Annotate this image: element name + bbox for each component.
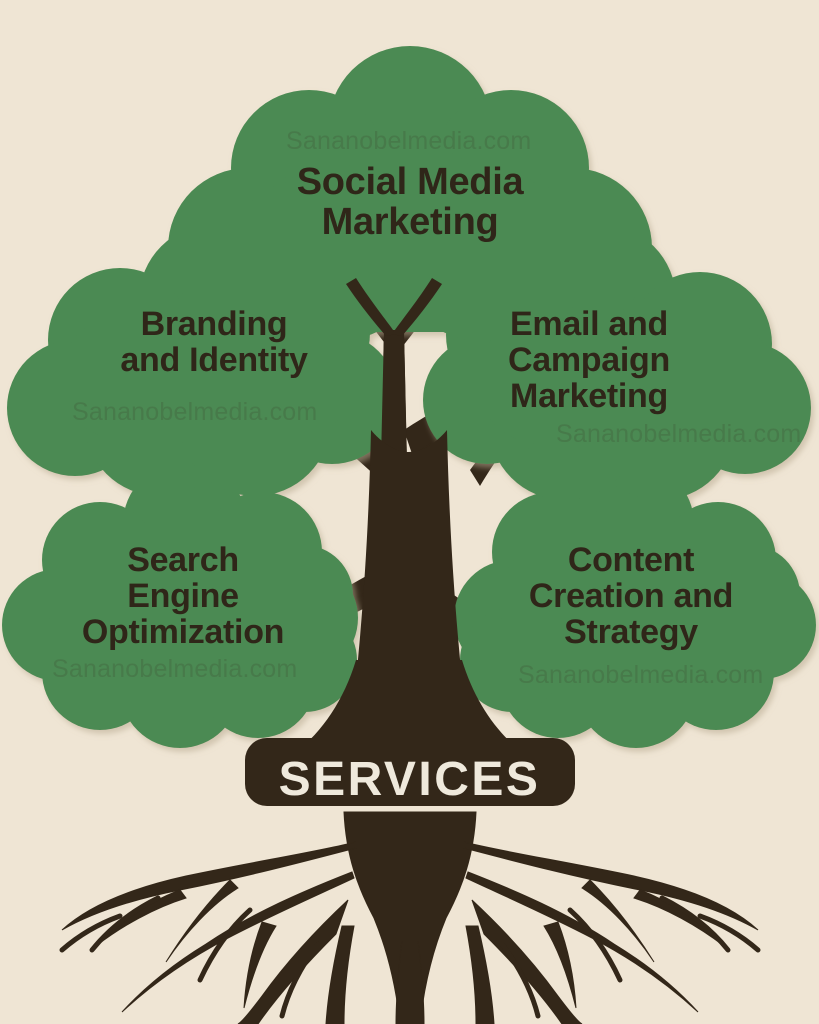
watermark-left-lower: Sananobelmedia.com (52, 655, 298, 683)
services-banner-label[interactable]: SERVICES (278, 753, 541, 806)
watermark-top: Sananobelmedia.com (286, 127, 532, 155)
tree-roots (59, 811, 761, 1024)
watermark-left-upper: Sananobelmedia.com (72, 398, 318, 426)
watermark-right-lower: Sananobelmedia.com (518, 661, 764, 689)
watermark-right-upper: Sananobelmedia.com (556, 420, 802, 448)
trunk-upper-visible (346, 278, 442, 460)
services-banner-plaque (245, 738, 575, 806)
leaf-label-content-creation-and-strategy[interactable]: Content Creation and Strategy (528, 541, 734, 652)
leaf-label-email-and-campaign-marketing[interactable]: Email and Campaign Marketing (508, 305, 670, 416)
leaf-label-social-media-marketing[interactable]: Social Media Marketing (296, 161, 524, 244)
leaf-label-search-engine-optimization[interactable]: Search Engine Optimization (81, 541, 285, 652)
leaf-label-branding-and-identity[interactable]: Branding and Identity (120, 305, 308, 380)
